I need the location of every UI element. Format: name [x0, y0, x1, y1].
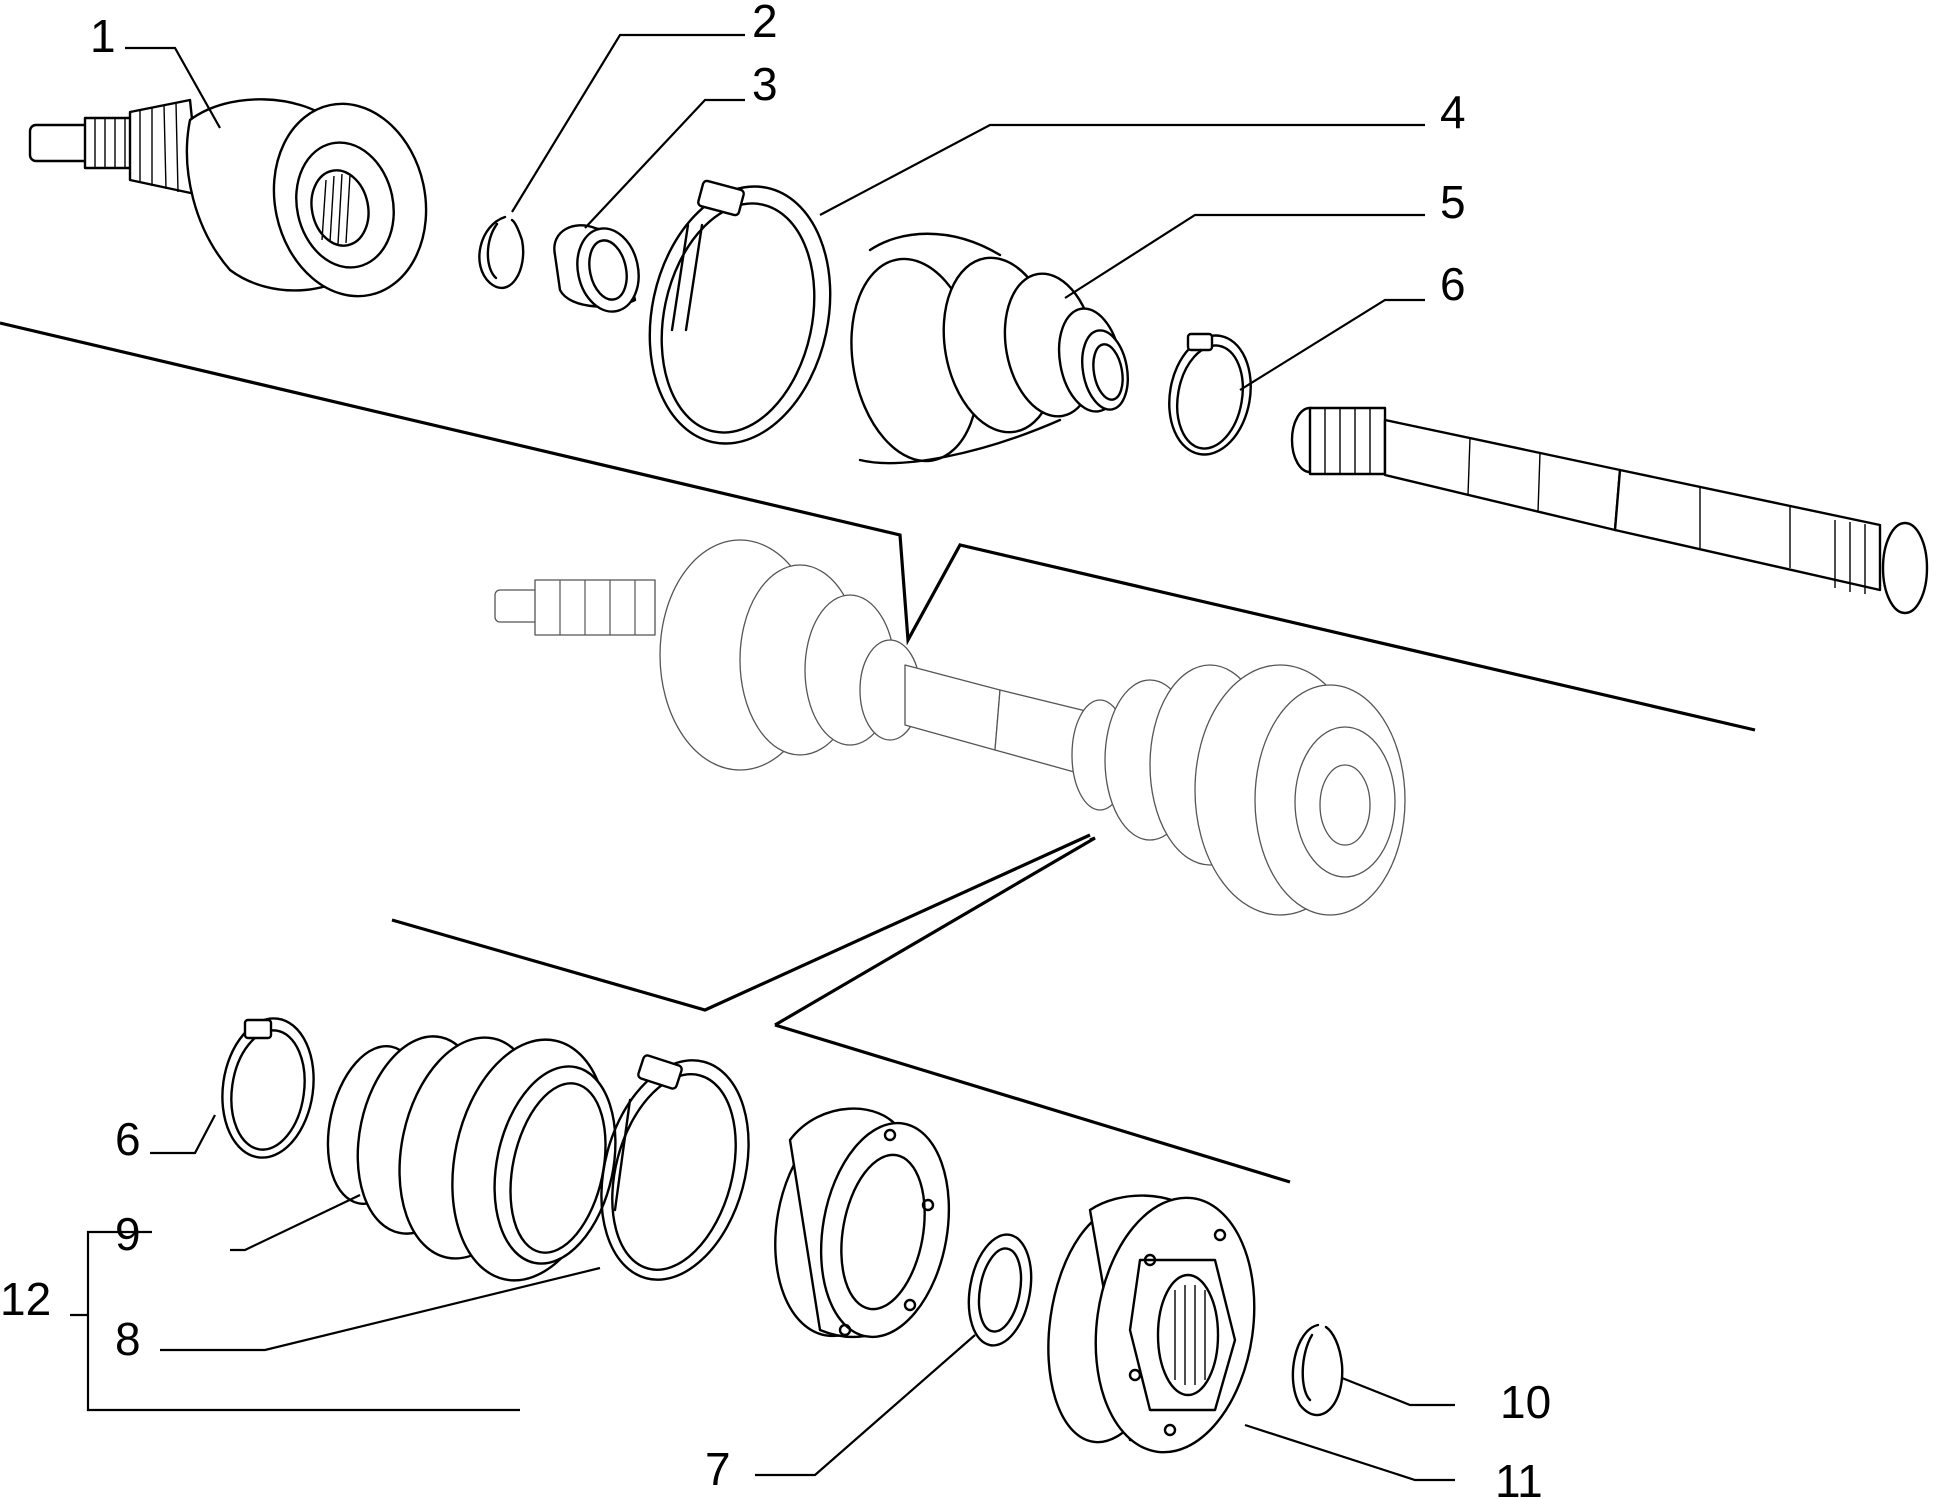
bushing-part-3: [553, 224, 640, 313]
assembled-driveshaft-ghost: [494, 539, 1406, 916]
callout-1: 1: [90, 10, 116, 62]
leader-lines: [125, 33, 1455, 1482]
outer-cv-joint: [28, 98, 428, 298]
intermediate-shaft: [1290, 406, 1929, 615]
callout-7: 7: [705, 1443, 731, 1495]
kit-bracket: [86, 1230, 520, 1412]
callout-5: 5: [1440, 176, 1466, 228]
callout-11: 11: [1495, 1455, 1543, 1499]
small-clamp-part-6-top: [1168, 332, 1252, 456]
callout-10: 10: [1500, 1376, 1551, 1428]
callout-9: 9: [115, 1208, 141, 1260]
callout-8: 8: [115, 1313, 141, 1365]
section-dividers: [0, 321, 1756, 1184]
lower-divider-long: [774, 1023, 1291, 1184]
callout-labels: 1 2 3 4 5 6 6 9 12 8 7 10 11: [0, 0, 1551, 1499]
callout-12: 12: [0, 1273, 51, 1325]
callout-4: 4: [1440, 86, 1466, 138]
flange-part-7: [774, 1107, 951, 1339]
callout-6-top: 6: [1440, 258, 1466, 310]
callout-2: 2: [752, 0, 778, 47]
large-clamp-part-4: [648, 179, 832, 445]
callout-3: 3: [752, 58, 778, 110]
lower-divider-right: [774, 836, 1096, 1027]
inner-cv-joint-part-11: [1047, 1194, 1256, 1454]
large-clamp-part-8: [600, 1054, 750, 1281]
callout-6-bottom: 6: [115, 1113, 141, 1165]
upper-divider: [0, 321, 1756, 732]
washer: [967, 1233, 1033, 1347]
snap-ring-part-2: [478, 215, 525, 290]
lower-divider-left: [391, 833, 1091, 1012]
small-clamp-part-6-bottom: [221, 1017, 315, 1159]
circlip-part-10: [1291, 1323, 1344, 1417]
inner-boot-part-5: [850, 232, 1129, 465]
outer-boot-part-9: [326, 1035, 617, 1282]
